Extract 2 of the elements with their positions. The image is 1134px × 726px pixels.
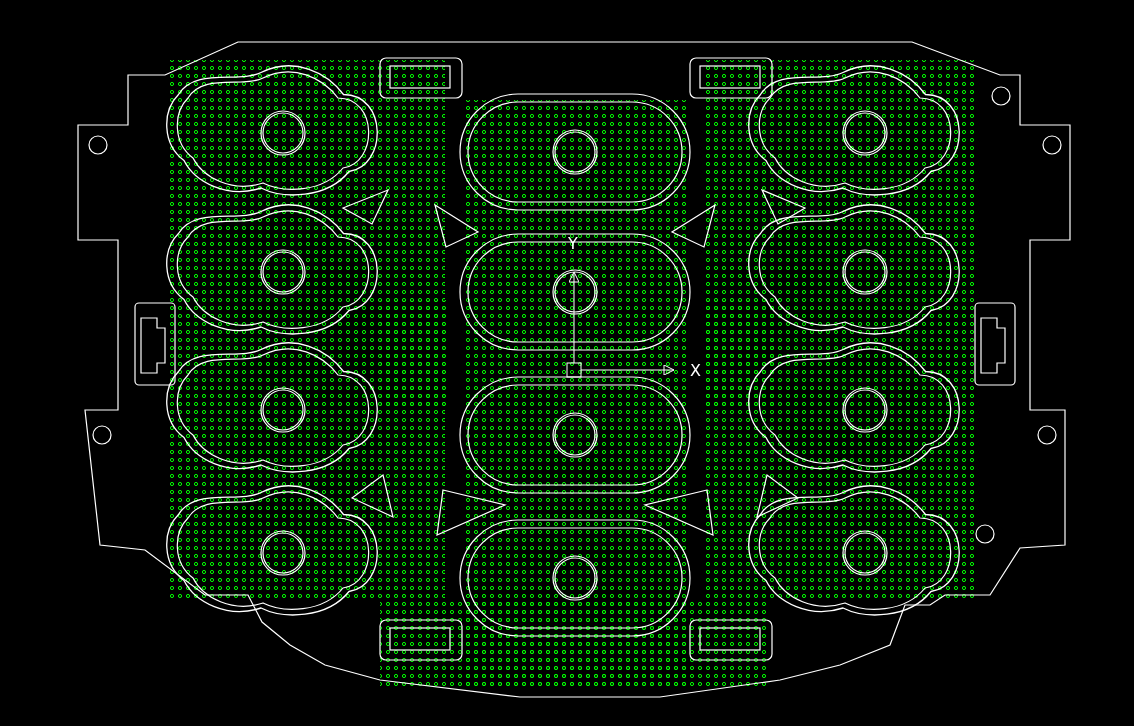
axis-label: Y [568,236,578,252]
axis-label: X [690,363,701,379]
